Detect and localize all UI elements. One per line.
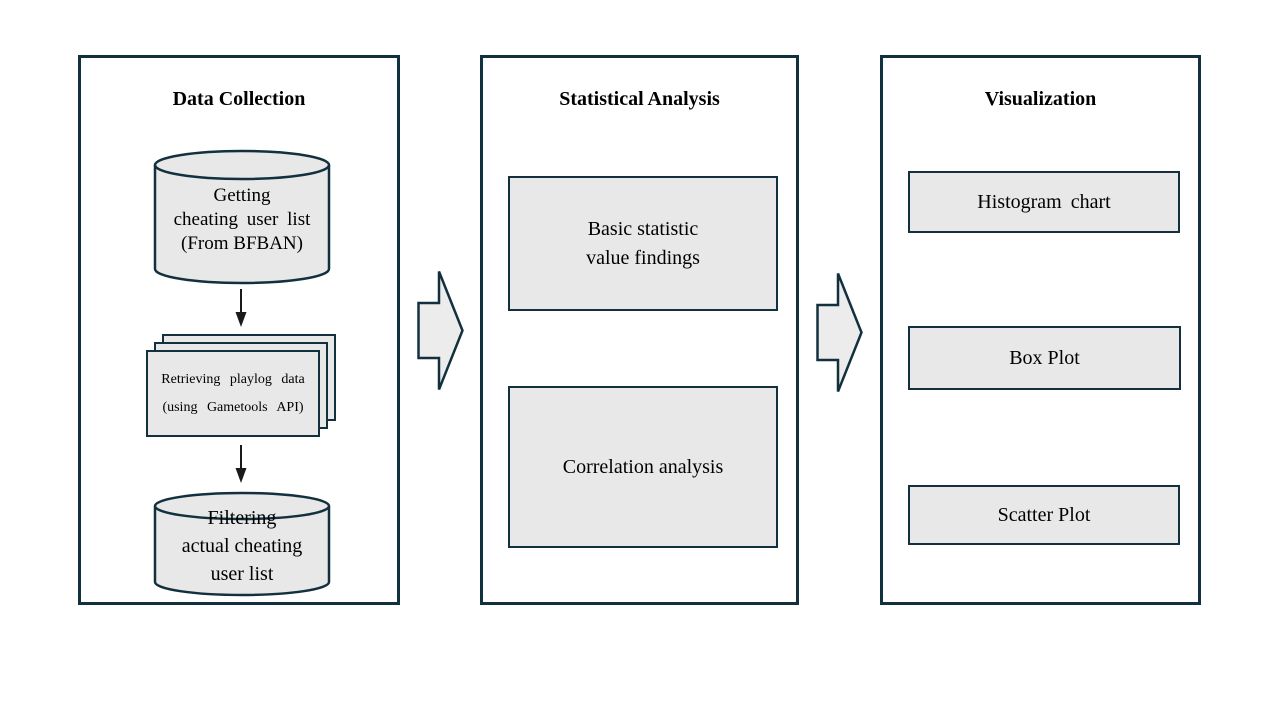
output-box-scatter-plot: Scatter Plot bbox=[908, 485, 1180, 545]
output-box-histogram-chart: Histogram chart bbox=[908, 171, 1180, 233]
output-box-box-plot: Box Plot bbox=[908, 326, 1181, 390]
cylinder-label-line: actual cheating bbox=[181, 535, 303, 557]
process-box-basic-statistics: Basic statistic value findings bbox=[508, 176, 778, 311]
document-label-line: Retrieving playlog data bbox=[161, 371, 305, 387]
panel-title-data-collection: Data Collection bbox=[172, 88, 306, 110]
panel-statistical-analysis: Statistical Analysis Basic statistic val… bbox=[480, 55, 799, 605]
cylinder-icon bbox=[153, 149, 331, 285]
cylinder-label-line: user list bbox=[210, 563, 274, 585]
cylinder-icon bbox=[153, 491, 331, 597]
process-box-label-line: value findings bbox=[586, 246, 700, 269]
database-cylinder-cheating-user-list: Getting cheating user list (From BFBAN) bbox=[153, 149, 331, 285]
document-label-line: (using Gametools API) bbox=[162, 399, 304, 415]
cylinder-label-line: Filtering bbox=[207, 507, 277, 529]
panel-title-visualization: Visualization bbox=[984, 88, 1097, 110]
arrow-down-icon bbox=[235, 445, 247, 483]
output-box-label: Scatter Plot bbox=[997, 503, 1091, 526]
document-page-front: Retrieving playlog data (using Gametools… bbox=[146, 350, 320, 437]
arrow-down-icon bbox=[235, 289, 247, 327]
panel-data-collection: Data Collection Getting cheating user li… bbox=[78, 55, 400, 605]
process-box-label: Correlation analysis bbox=[562, 455, 724, 478]
process-box-label-line: Basic statistic bbox=[587, 217, 699, 240]
process-box-correlation-analysis: Correlation analysis bbox=[508, 386, 778, 548]
cylinder-label: Getting cheating user list (From BFBAN) bbox=[153, 184, 331, 256]
database-cylinder-filtered-user-list: Filtering actual cheating user list bbox=[153, 491, 331, 597]
flow-arrow-right-icon bbox=[417, 271, 464, 390]
cylinder-label-line: cheating user list bbox=[173, 209, 311, 230]
cylinder-label: Filtering actual cheating user list bbox=[153, 504, 331, 588]
output-box-label: Box Plot bbox=[1009, 346, 1080, 369]
output-box-label: Histogram chart bbox=[977, 190, 1111, 213]
cylinder-label-line: (From BFBAN) bbox=[181, 233, 303, 254]
flow-arrow-right-icon bbox=[816, 273, 863, 392]
panel-visualization: Visualization Histogram chart Box Plot S… bbox=[880, 55, 1201, 605]
process-box-label: Basic statistic value findings bbox=[586, 215, 700, 273]
panel-title-statistical-analysis: Statistical Analysis bbox=[559, 88, 720, 110]
cylinder-label-line: Getting bbox=[213, 185, 271, 206]
